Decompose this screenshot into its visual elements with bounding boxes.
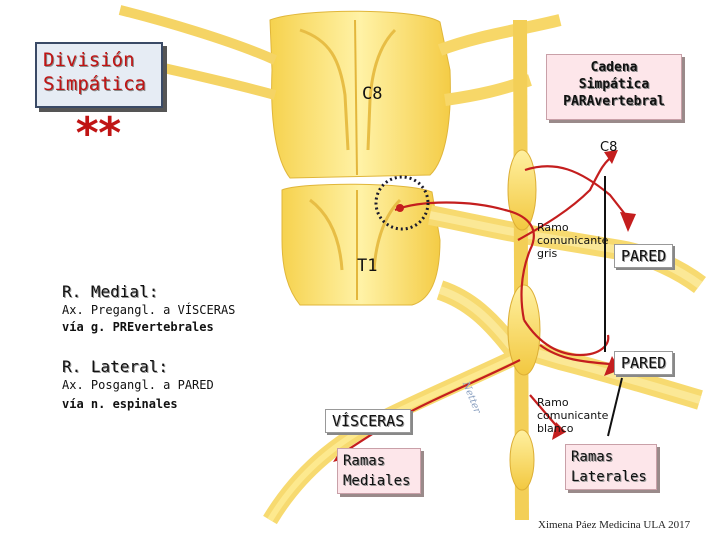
ramo-blanco-line-3: blanco xyxy=(537,422,574,435)
label-c8-cord: C8 xyxy=(362,84,383,104)
medial-line-2: vía g. PREvertebrales xyxy=(62,320,214,334)
pared-lower-box: PARED xyxy=(614,351,674,375)
lateral-line-2: vía n. espinales xyxy=(62,397,178,411)
title-box: División Simpática xyxy=(35,42,163,108)
ramo-gris-line-3: gris xyxy=(537,247,558,260)
cadena-line-3: PARAvertebral xyxy=(563,94,665,109)
ramo-gris-line-1: Ramo xyxy=(537,221,569,234)
cadena-box: Cadena Simpática PARAvertebral xyxy=(546,54,682,120)
label-t1: T1 xyxy=(357,256,378,276)
spinal-cord-c8 xyxy=(269,10,451,179)
visceras-box: VÍSCERAS xyxy=(325,409,412,433)
stars-mark: ** xyxy=(74,108,123,159)
ramo-blanco-label: Ramo comunicante blanco xyxy=(537,396,608,435)
legend-panel xyxy=(55,278,255,418)
spinal-nerve-lower xyxy=(436,280,703,410)
sympathetic-chain xyxy=(507,19,541,521)
ramas-laterales-line-2: Laterales xyxy=(571,469,647,485)
ramo-blanco-line-2: comunicante xyxy=(537,409,609,422)
splanchnic-nerve xyxy=(263,342,534,525)
ramas-laterales-box: Ramas Laterales xyxy=(565,444,657,490)
nerve-pathways xyxy=(339,154,629,456)
preganglionic-neuron-circle xyxy=(374,175,430,231)
spinal-cord-t1 xyxy=(281,183,441,306)
label-c8-chain: C8 xyxy=(600,140,618,155)
spinal-nerve-t1 xyxy=(428,205,706,294)
ramo-blanco-line-1: Ramo xyxy=(537,396,569,409)
lateral-heading: R. Lateral: xyxy=(62,357,168,376)
ramo-gris-label: Ramo comunicante gris xyxy=(537,221,608,260)
ramas-laterales-line-1: Ramas xyxy=(571,449,614,465)
title-line-2: Simpática xyxy=(43,73,146,95)
ramas-mediales-box: Ramas Mediales xyxy=(337,448,421,494)
medial-line-1: Ax. Pregangl. a VÍSCERAS xyxy=(62,303,236,317)
cadena-line-2: Simpática xyxy=(578,77,650,92)
wall-lines xyxy=(604,176,623,437)
title-line-1: División xyxy=(43,49,135,71)
medial-heading: R. Medial: xyxy=(62,282,159,301)
footer-credit: Ximena Páez Medicina ULA 2017 xyxy=(538,519,691,531)
nerve-roots-right-upper xyxy=(437,14,562,106)
ramas-mediales-line-1: Ramas xyxy=(343,453,386,469)
ramas-mediales-line-2: Mediales xyxy=(343,473,411,489)
cadena-line-1: Cadena xyxy=(590,60,638,75)
pared-upper-box: PARED xyxy=(614,244,674,268)
lateral-line-1: Ax. Posgangl. a PARED xyxy=(62,378,214,392)
ramo-gris-line-2: comunicante xyxy=(537,234,609,247)
